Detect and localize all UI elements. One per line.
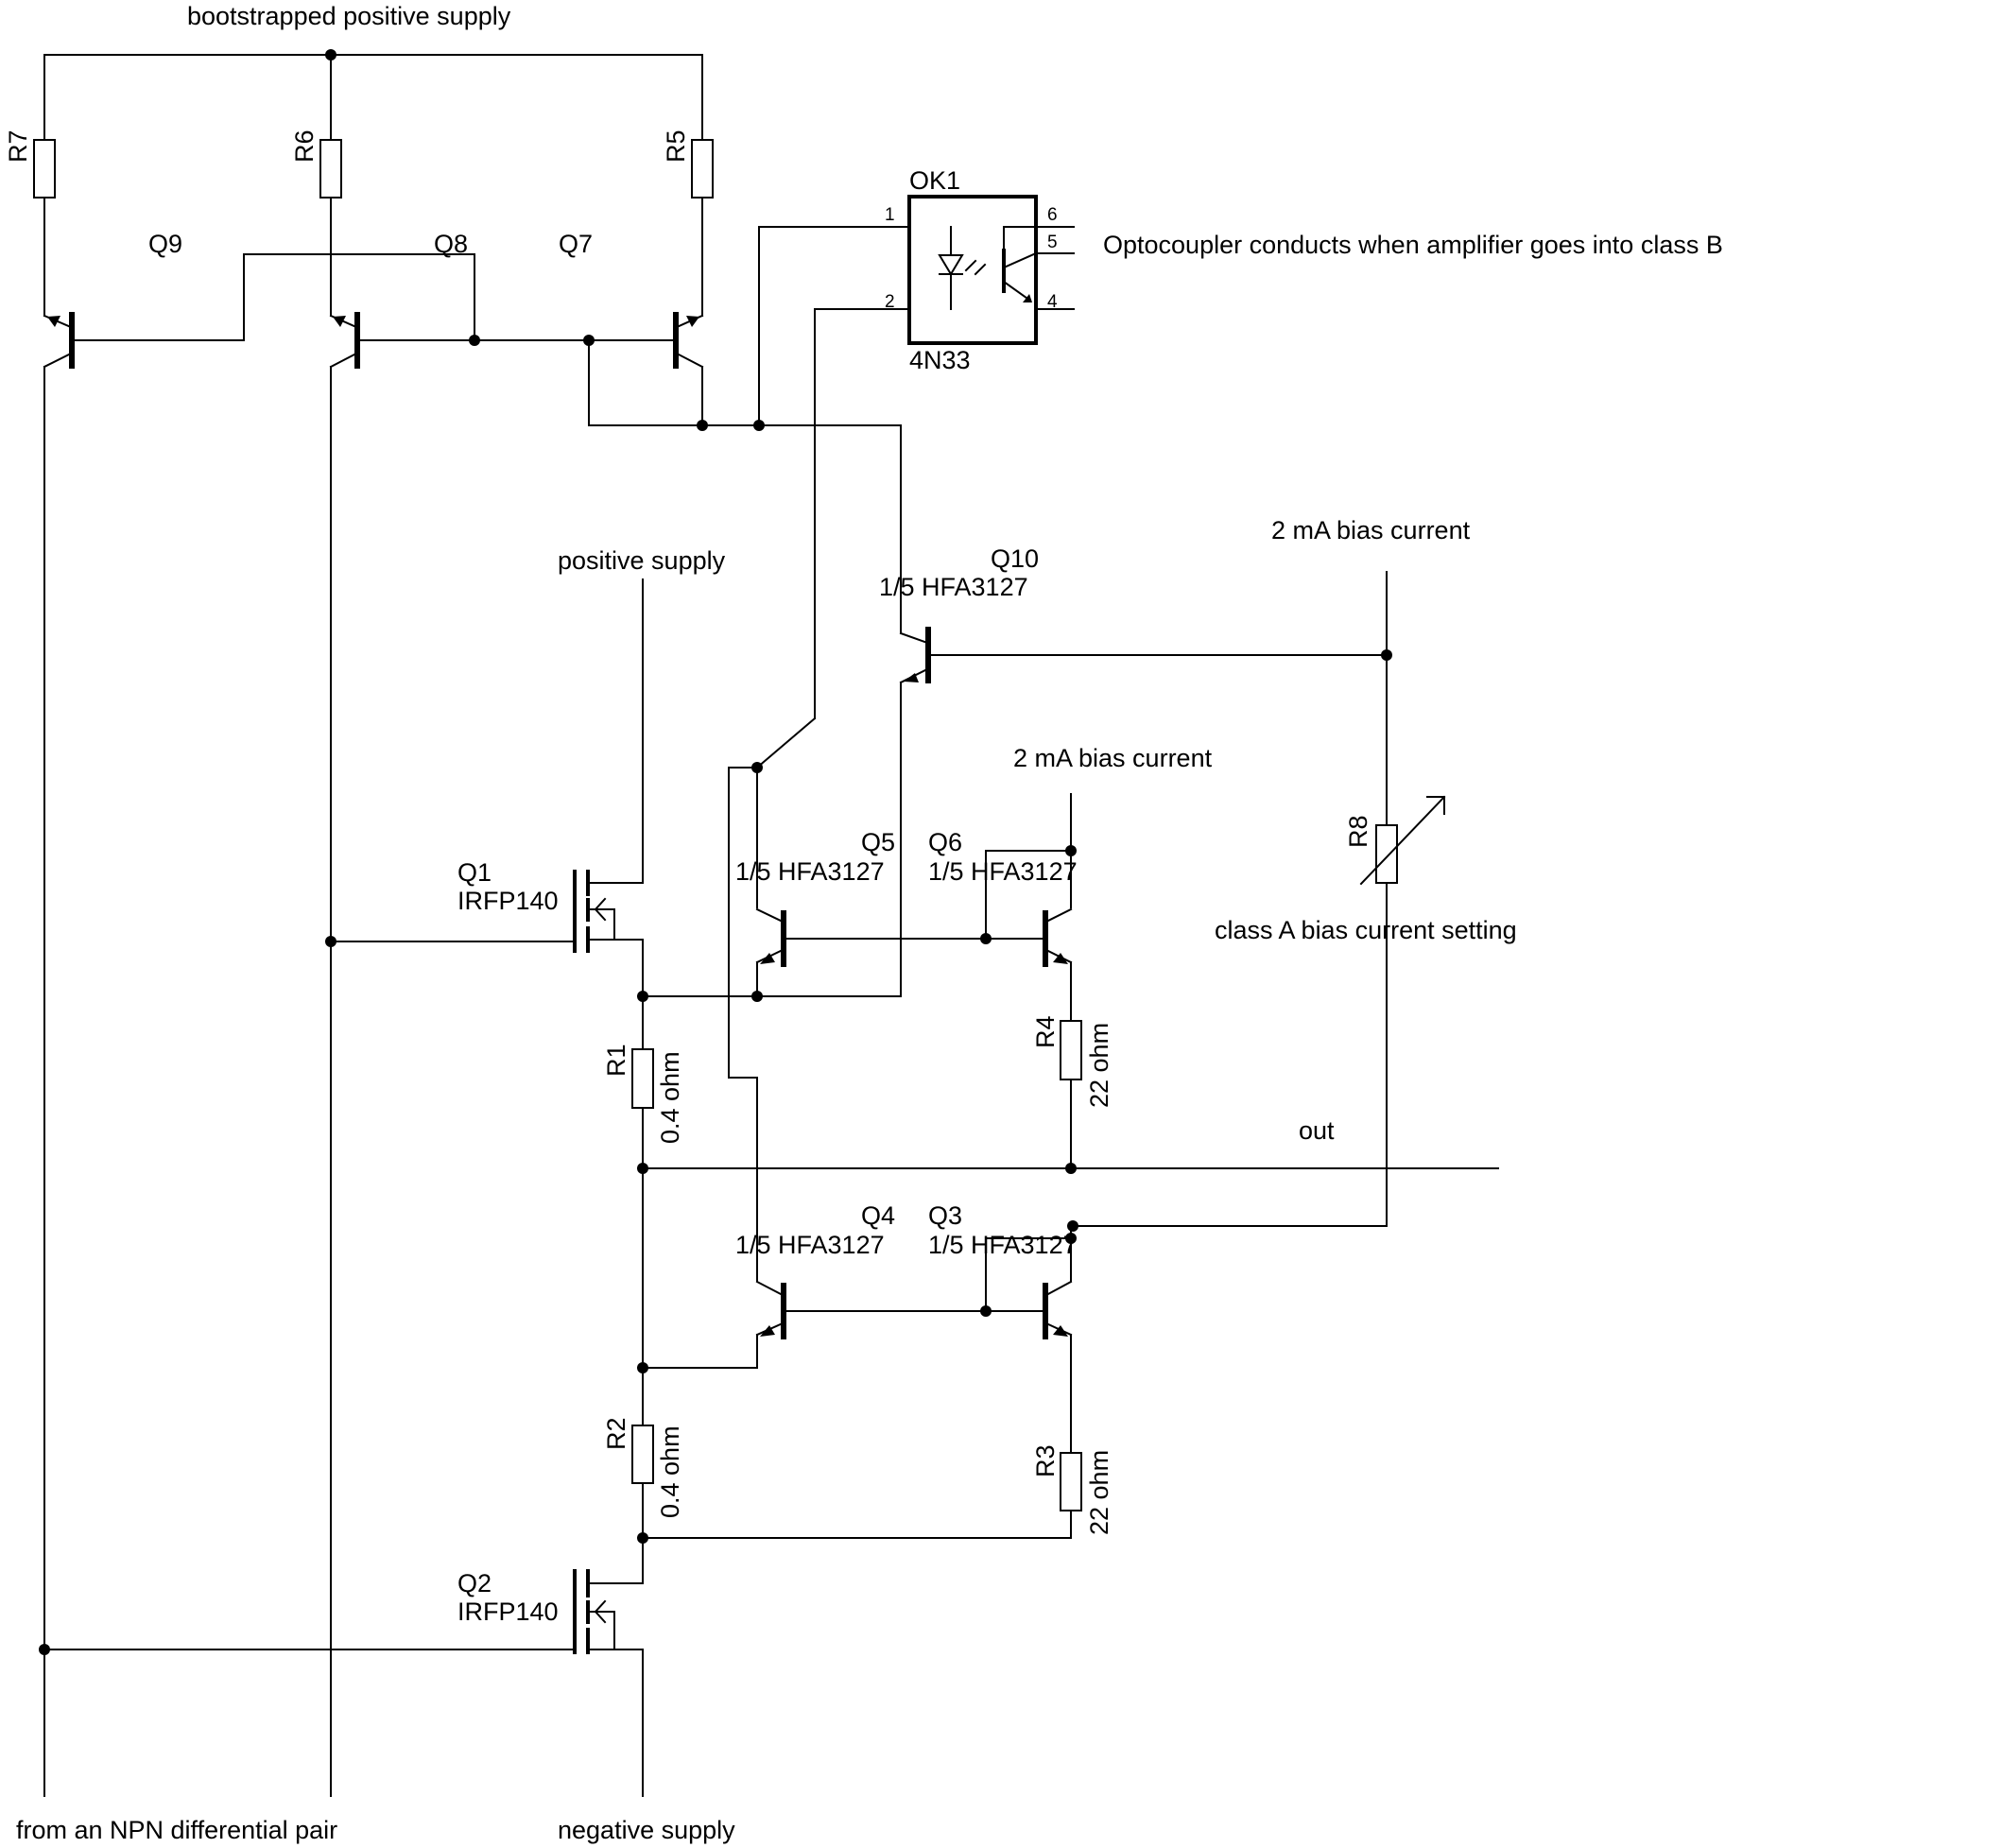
q7-label: Q7 (559, 230, 593, 258)
bootstrapped-supply-rail (43, 49, 703, 60)
q9-base-link (243, 253, 475, 341)
transistor-q9 (43, 312, 245, 1797)
q1-part-label: IRFP140 (457, 887, 559, 915)
q3-label: Q3 (928, 1201, 962, 1230)
transistor-q2 (39, 1537, 644, 1797)
q10-part-label: 1/5 HFA3127 (879, 573, 1028, 601)
r1-value-label: 0.4 ohm (656, 1051, 684, 1144)
transistor-q10 (640, 424, 1392, 997)
q4-label: Q4 (861, 1201, 895, 1230)
resistor-r3 (1060, 1452, 1082, 1539)
ok1-pin-2: 2 (885, 292, 895, 312)
r8-label: R8 (1344, 815, 1372, 848)
bias-current-top-label: 2 mA bias current (1271, 516, 1471, 544)
q6-label: Q6 (928, 828, 962, 856)
r3-value-label: 22 ohm (1085, 1450, 1113, 1535)
transistor-q4 (637, 1077, 1046, 1373)
negative-supply-label: negative supply (558, 1816, 735, 1844)
resistor-r6 (319, 54, 342, 317)
opto-note: Optocoupler conducts when amplifier goes… (1103, 231, 1723, 259)
resistor-r4 (1060, 1020, 1082, 1169)
q2-part-label: IRFP140 (457, 1598, 559, 1626)
class-a-setting-label: class A bias current setting (1215, 916, 1517, 944)
r7-label: R7 (4, 130, 32, 163)
resistor-r2 (631, 1425, 1072, 1544)
q1-label: Q1 (457, 858, 492, 887)
q3-part-label: 1/5 HFA3127 (928, 1231, 1078, 1259)
transistor-q8 (329, 312, 676, 1797)
resistor-r5 (691, 54, 714, 317)
q10-label: Q10 (991, 544, 1039, 573)
r1-label: R1 (602, 1044, 630, 1077)
ok1-pin-1: 1 (885, 205, 895, 225)
resistor-r7 (33, 54, 56, 317)
transistor-q7 (588, 312, 902, 431)
r2-label: R2 (602, 1417, 630, 1450)
transistor-q6 (980, 793, 1077, 1022)
r6-label: R6 (290, 130, 319, 163)
r4-label: R4 (1031, 1015, 1060, 1048)
bootstrapped-supply-label: bootstrapped positive supply (187, 2, 511, 30)
q9-label: Q9 (148, 230, 182, 258)
q2-label: Q2 (457, 1569, 492, 1598)
input-note-label: from an NPN differential pair (16, 1816, 337, 1844)
resistor-r8 (1067, 571, 1446, 1232)
positive-supply-label: positive supply (558, 546, 726, 575)
r4-value-label: 22 ohm (1085, 1023, 1113, 1108)
q4-part-label: 1/5 HFA3127 (735, 1231, 885, 1259)
q6-part-label: 1/5 HFA3127 (928, 857, 1078, 886)
ok1-pin-6: 6 (1047, 205, 1058, 225)
out-label: out (1299, 1116, 1335, 1145)
optocoupler-ok1 (758, 195, 1075, 719)
ok1-pin-4: 4 (1047, 292, 1058, 312)
r3-label: R3 (1031, 1444, 1060, 1477)
r5-label: R5 (662, 130, 690, 163)
transistor-q3 (980, 1225, 1077, 1454)
transistor-q1 (325, 579, 648, 1050)
resistor-r1 (631, 1048, 654, 1169)
q5-label: Q5 (861, 828, 895, 856)
transistor-q5 (728, 717, 1046, 1079)
r2-value-label: 0.4 ohm (656, 1425, 684, 1518)
ok1-pin-5: 5 (1047, 233, 1058, 252)
bias-current-mid-label: 2 mA bias current (1013, 744, 1213, 772)
q5-part-label: 1/5 HFA3127 (735, 857, 885, 886)
q8-label: Q8 (434, 230, 468, 258)
ok1-part-label: 4N33 (909, 346, 971, 374)
output-rail (637, 1163, 1499, 1174)
ok1-label: OK1 (909, 166, 960, 195)
